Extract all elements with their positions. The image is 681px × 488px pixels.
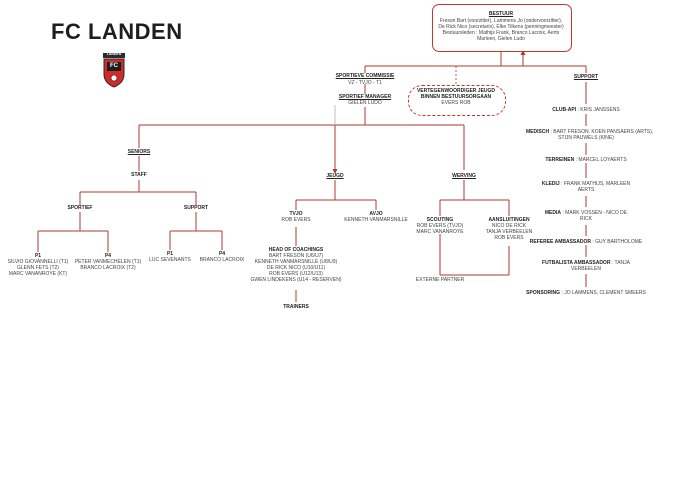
scouting-line: ROB EVERS (TVJO) bbox=[416, 223, 464, 229]
support-item-terreinen: TERREINEN : MARCEL LOYAERTS bbox=[545, 157, 627, 163]
club-badge: LANDEN FC bbox=[102, 52, 126, 88]
youth-title: JEUGD bbox=[326, 173, 344, 179]
p1-left-label: P1 bbox=[34, 253, 42, 259]
sport-commission-sub: VZ - TVJO - T1 bbox=[348, 80, 382, 86]
head-of-coachings-label: HEAD OF COACHINGS bbox=[268, 247, 324, 253]
support-item-value: AERTS bbox=[577, 187, 595, 193]
support-item-value: MARK VOSSEN - NICO DE bbox=[565, 210, 628, 216]
support-item-value: MARCEL LOYAERTS bbox=[578, 157, 627, 163]
recruitment-title: WERVING bbox=[452, 173, 476, 179]
p4-left-label: P4 bbox=[104, 253, 112, 259]
head-of-coachings-line: BART FRESON (U6/U7) bbox=[268, 253, 324, 259]
club-badge-letters: FC bbox=[110, 63, 118, 69]
avjo-label: AVJO bbox=[369, 211, 383, 217]
external-partner: EXTERNE PARTNER bbox=[415, 277, 465, 283]
support-item-futbalista: FUTBALISTA AMBASSADOR : TANJA bbox=[542, 260, 630, 266]
aansluitingen-line: ROB EVERS bbox=[494, 235, 524, 241]
p1-left-line: GLENN FETS (T2) bbox=[17, 265, 59, 271]
support-item-referee: REFEREE AMBASSADOR : GUY BARTHOLOME bbox=[529, 239, 643, 245]
p4-right-label: P4 bbox=[218, 251, 226, 257]
youth-rep-name: EVERS ROB bbox=[441, 100, 471, 106]
seniors-title: SENIORS bbox=[127, 149, 151, 155]
board-line: Bestuursleden : Mathijs Frank, Branco La… bbox=[442, 30, 560, 36]
head-of-coachings-line: ROB EVERS (U12/U13) bbox=[269, 271, 323, 277]
p1-right-label: P1 bbox=[166, 251, 174, 257]
sport-manager-title: SPORTIEF MANAGER bbox=[338, 94, 392, 100]
sport-commission-title: SPORTIEVE COMMISSIE bbox=[335, 73, 395, 79]
seniors-support: SUPPORT bbox=[183, 205, 209, 211]
support-item-sponsoring: SPONSORING : JO LAMMENS, CLEMENT SMEERS bbox=[526, 290, 646, 296]
youth-rep-title: BINNEN BESTUURSORGAAN bbox=[420, 94, 492, 100]
sport-manager-name: GIELEN LUDO bbox=[348, 100, 382, 106]
club-logo-text: FC LANDEN bbox=[51, 19, 183, 44]
support-item-label: CLUB-API bbox=[552, 107, 577, 113]
support-item-label: FUTBALISTA AMBASSADOR bbox=[542, 260, 611, 266]
board-line: De Rick Nico (secretaris), Elke Tilkens … bbox=[438, 24, 564, 30]
club-badge-label: LANDEN bbox=[106, 52, 122, 56]
p1-left-line: MARC VANANROYE (KT) bbox=[8, 271, 68, 277]
support-item-label: KLEDIJ bbox=[541, 181, 560, 187]
board-box bbox=[432, 4, 572, 52]
p1-left-line: SILVIO GIOVANNELLI (T1) bbox=[7, 259, 69, 265]
support-item-value: TANJA bbox=[614, 260, 630, 266]
youth-rep-box bbox=[408, 85, 506, 116]
support-item-club-api: CLUB-API : KRIS JANSSENS bbox=[552, 107, 620, 113]
support-item-value: JO LAMMENS, CLEMENT SMEERS bbox=[564, 290, 646, 296]
support-item-value: VERBEELEN bbox=[570, 266, 601, 272]
seniors-staff: STAFF bbox=[131, 172, 147, 178]
support-item-value: FRANK MATHIJS, MARLEEN bbox=[563, 181, 631, 187]
support-item-medisch: MEDISCH : BART FRESON, KOEN PANSAERS (AR… bbox=[526, 129, 654, 135]
p1-right-line: LUC SEVENANTS bbox=[149, 257, 191, 263]
scouting-line: MARC VANANROYE bbox=[416, 229, 464, 235]
support-item-label: MEDIA bbox=[544, 210, 561, 216]
p4-right-line: BRANCO LACROIX bbox=[199, 257, 245, 263]
head-of-coachings-line: KENNETH VANMARSNILLE (U8/U9) bbox=[254, 259, 338, 265]
tvjo-label: TVJO bbox=[289, 211, 303, 217]
head-of-coachings-line: DE RICK NICO (U10/U11) bbox=[266, 265, 326, 271]
youth-rep-title: VERTEGENWOORDIGER JEUGD bbox=[416, 88, 496, 94]
club-badge-icon bbox=[103, 53, 125, 88]
tvjo-name: ROB EVERS bbox=[281, 217, 311, 223]
support-item-label: TERREINEN bbox=[545, 157, 575, 163]
support-item-kledij: KLEDIJ : FRANK MATHIJS, MARLEEN bbox=[541, 181, 631, 187]
board-line: Freson Bart (voorzitter), Lammens Jo (on… bbox=[439, 18, 563, 24]
aansluitingen-line: TANJA VERBEELEN bbox=[485, 229, 533, 235]
support-item-label: SPONSORING bbox=[526, 290, 561, 296]
support-item-value: RICK bbox=[580, 216, 592, 222]
board-title: BESTUUR bbox=[488, 11, 514, 17]
support-item-media: MEDIA : MARK VOSSEN - NICO DE bbox=[544, 210, 628, 216]
support-item-label: REFEREE AMBASSADOR bbox=[529, 239, 591, 245]
board-line: Marleen, Gielen Ludo bbox=[477, 36, 525, 42]
p4-left-line: PETER VANMECHELEN (T1) bbox=[74, 259, 142, 265]
support-item-value: BART FRESON, KOEN PANSAERS (ARTS), bbox=[553, 129, 654, 135]
trainers-label: TRAINERS bbox=[283, 304, 309, 310]
head-of-coachings-line: GWEN LINDEKENS (U14 - RESERVEN) bbox=[250, 277, 342, 283]
support-title: SUPPORT bbox=[573, 74, 599, 80]
support-item-label: MEDISCH bbox=[526, 129, 550, 135]
scouting-label: SCOUTING bbox=[426, 217, 454, 223]
support-item-value: KRIS JANSSENS bbox=[580, 107, 620, 113]
support-item-value: GUY BARTHOLOME bbox=[595, 239, 643, 245]
seniors-sportief: SPORTIEF bbox=[67, 205, 93, 211]
p4-left-line: BRANCO LACROIX (T2) bbox=[80, 265, 136, 271]
support-item-value: STIJN PAUWELS (KINE) bbox=[558, 135, 614, 141]
aansluitingen-line: NICO DE RICK bbox=[491, 223, 527, 229]
avjo-name: KENNETH VANMARSNILLE bbox=[344, 217, 408, 223]
aansluitingen-label: AANSLUITINGEN bbox=[488, 217, 530, 223]
